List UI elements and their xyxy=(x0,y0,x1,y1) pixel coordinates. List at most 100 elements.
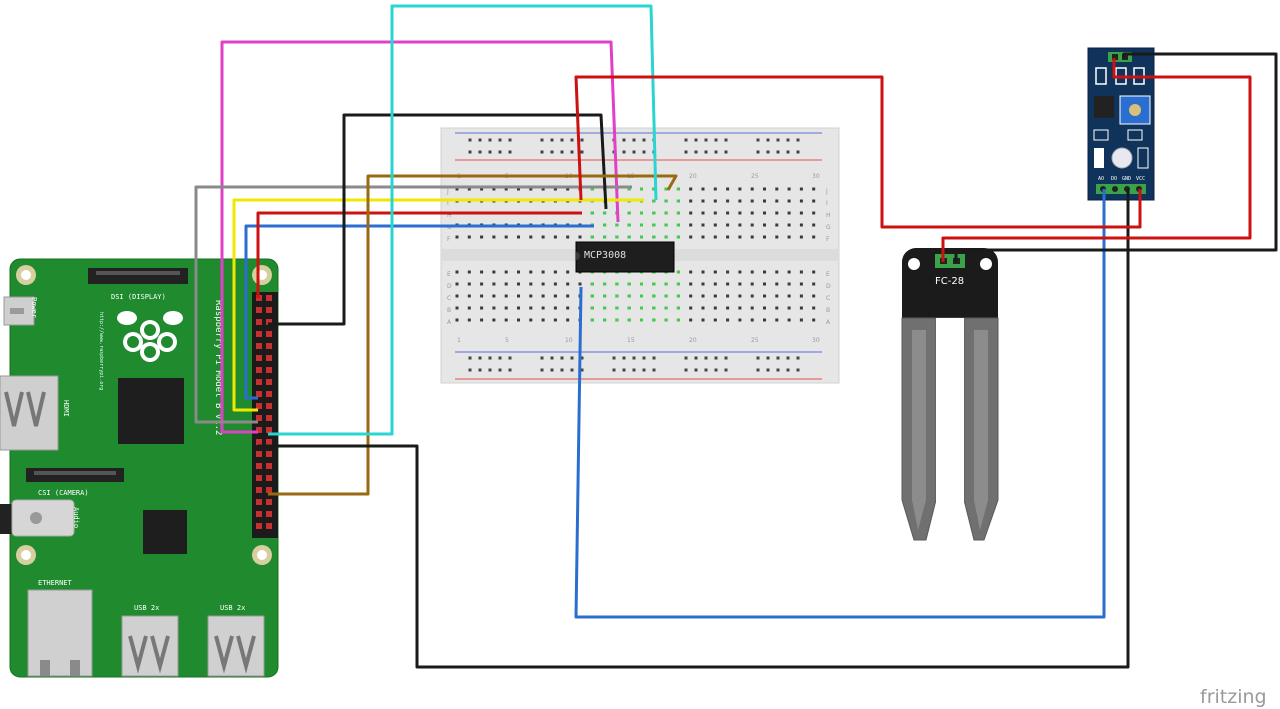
terminal-hole xyxy=(775,223,779,227)
terminal-hole xyxy=(775,235,779,239)
connected-hole xyxy=(603,235,607,239)
terminal-hole xyxy=(787,306,791,310)
terminal-hole xyxy=(726,270,730,274)
rail-hole xyxy=(724,138,728,142)
rail-hole xyxy=(694,138,698,142)
rail-hole xyxy=(540,356,544,360)
gpio-pin xyxy=(256,511,262,517)
terminal-hole xyxy=(799,223,803,227)
connected-hole xyxy=(652,187,656,191)
terminal-hole xyxy=(517,282,520,286)
rail-hole xyxy=(786,368,790,372)
connected-hole xyxy=(676,223,680,227)
rail-hole xyxy=(622,368,626,372)
terminal-hole xyxy=(467,270,471,274)
rail-hole xyxy=(694,368,698,372)
rail-hole xyxy=(786,150,790,154)
connected-hole xyxy=(664,223,668,227)
connected-hole xyxy=(664,306,668,310)
terminal-hole xyxy=(689,211,693,215)
connected-hole xyxy=(676,294,680,298)
terminal-hole xyxy=(726,306,730,310)
col-number: 25 xyxy=(751,337,759,344)
terminal-hole xyxy=(553,294,557,298)
terminal-hole xyxy=(553,270,557,274)
rail-hole xyxy=(570,368,574,372)
terminal-hole xyxy=(775,211,779,215)
terminal-hole xyxy=(701,270,705,274)
gpio-pin xyxy=(256,451,262,457)
connected-hole xyxy=(676,306,680,310)
row-letter: D xyxy=(447,283,452,290)
pin-label-gnd: GND xyxy=(1122,176,1131,182)
rail-hole xyxy=(632,150,636,154)
terminal-hole xyxy=(480,187,484,191)
rail-hole xyxy=(508,138,512,142)
rail-hole xyxy=(704,138,708,142)
terminal-hole xyxy=(799,306,803,310)
terminal-hole xyxy=(689,223,693,227)
terminal-hole xyxy=(799,211,803,215)
rail-hole xyxy=(622,150,626,154)
terminal-hole xyxy=(812,318,816,322)
rail-hole xyxy=(478,356,482,360)
terminal-hole xyxy=(541,282,545,286)
connected-hole xyxy=(615,223,619,227)
connected-hole xyxy=(627,235,631,239)
terminal-hole xyxy=(763,294,766,298)
rail-hole xyxy=(550,138,554,142)
connected-hole xyxy=(664,294,668,298)
audio-label: Audio xyxy=(72,507,80,528)
ethernet-label: ETHERNET xyxy=(38,579,73,587)
wire-yellow xyxy=(232,198,644,412)
gpio-pin xyxy=(266,439,272,445)
wire-brown xyxy=(268,174,678,496)
terminal-hole xyxy=(504,306,508,310)
pin-label-vcc: VCC xyxy=(1136,176,1145,182)
gpio-pin xyxy=(266,499,272,505)
gpio-pin xyxy=(256,523,262,529)
terminal-hole xyxy=(799,270,803,274)
rail-hole xyxy=(766,368,770,372)
terminal-hole xyxy=(689,318,693,322)
rail-hole xyxy=(632,356,636,360)
terminal-hole xyxy=(455,318,459,322)
rail-hole xyxy=(642,138,646,142)
row-letter: J xyxy=(825,188,828,195)
terminal-hole xyxy=(713,282,717,286)
terminal-hole xyxy=(480,306,484,310)
terminal-hole xyxy=(799,318,803,322)
rail-hole xyxy=(498,150,502,154)
rail-hole xyxy=(570,356,574,360)
terminal-hole xyxy=(492,270,496,274)
rail-hole xyxy=(560,368,564,372)
gpio-pin xyxy=(266,343,272,349)
rail-hole xyxy=(652,368,656,372)
rail-hole xyxy=(776,150,780,154)
rail-hole xyxy=(550,150,554,154)
gpio-pin xyxy=(266,511,272,517)
gpio-pin xyxy=(266,415,272,421)
wire-cyan xyxy=(268,4,658,436)
rail-hole xyxy=(488,138,492,142)
raspberry-logo-icon xyxy=(117,311,183,362)
pin-label-ao: AO xyxy=(1098,176,1104,182)
fc28-soil-probe: FC-28 xyxy=(901,248,999,548)
terminal-hole xyxy=(455,270,459,274)
connected-hole xyxy=(640,318,643,322)
connected-hole xyxy=(640,306,643,310)
terminal-hole xyxy=(726,211,730,215)
connected-hole xyxy=(652,211,656,215)
wire-black-module xyxy=(954,52,1278,262)
terminal-hole xyxy=(713,199,717,203)
terminal-hole xyxy=(689,270,693,274)
connected-hole xyxy=(603,306,607,310)
gpio-pin xyxy=(256,307,262,313)
gpio-pin xyxy=(256,319,262,325)
terminal-hole xyxy=(726,235,730,239)
hdmi-label: HDMI xyxy=(62,400,70,417)
rail-hole xyxy=(756,368,760,372)
gpio-header-pins xyxy=(256,295,272,529)
terminal-hole xyxy=(467,235,471,239)
terminal-hole xyxy=(713,235,717,239)
